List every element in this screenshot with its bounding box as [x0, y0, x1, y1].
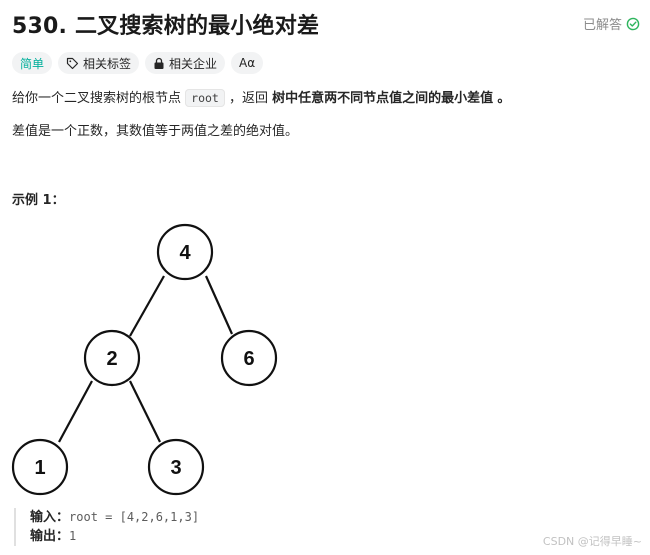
tree-node-label: 4	[179, 242, 191, 264]
font-toggle-label: Aα	[239, 56, 256, 70]
tree-node-label: 6	[243, 348, 254, 370]
binary-tree-diagram: 4 2 6 1 3	[11, 223, 278, 496]
description-paragraph-1: 给你一个二叉搜索树的根节点 root ，返回 树中任意两不同节点值之间的最小差值…	[12, 88, 510, 109]
tree-edge	[129, 275, 165, 337]
tree-node-circle	[147, 438, 205, 496]
tree-node-circle	[156, 223, 214, 281]
related-companies-label: 相关企业	[169, 56, 218, 71]
difficulty-label: 简单	[20, 56, 45, 71]
solved-status: 已解答	[583, 14, 640, 33]
description-paragraph-2: 差值是一个正数，其数值等于两值之差的绝对值。	[12, 124, 299, 139]
solved-label: 已解答	[582, 18, 622, 33]
font-toggle-button[interactable]: Aα	[231, 52, 264, 74]
example-io-block: 输入：root = [4,2,6,1,3] 输出：1	[14, 508, 199, 546]
related-companies-button[interactable]: 相关企业	[145, 52, 226, 74]
tree-edge	[58, 380, 93, 443]
description-text: ，返回	[229, 91, 269, 106]
lock-icon	[153, 57, 165, 70]
inline-code-root: root	[185, 89, 225, 107]
tree-node-circle	[83, 329, 141, 387]
description-text: 。	[497, 91, 511, 106]
tree-node-label: 3	[170, 457, 181, 479]
tree-node-circle	[11, 438, 69, 496]
csdn-watermark: CSDN @记得早睡~	[542, 535, 642, 548]
related-tags-button[interactable]: 相关标签	[58, 52, 140, 74]
tag-row: 简单 相关标签 相关企业 Aα	[12, 52, 264, 74]
output-label: 输出：	[30, 529, 70, 544]
difficulty-badge[interactable]: 简单	[12, 52, 53, 74]
tree-edge	[204, 275, 234, 335]
tree-edge	[129, 380, 161, 443]
input-value: root = [4,2,6,1,3]	[69, 510, 200, 524]
description-text: 给你一个二叉搜索树的根节点	[12, 91, 182, 106]
tree-node-label: 1	[34, 457, 45, 479]
description-bold-text: 树中任意两不同节点值之间的最小差值	[272, 91, 494, 106]
tree-node-label: 2	[106, 348, 117, 370]
problem-title: 530. 二叉搜索树的最小绝对差	[12, 14, 320, 39]
check-circle-icon	[626, 17, 640, 31]
example-output-line: 输出：1	[30, 527, 199, 546]
example-title: 示例 1：	[12, 193, 65, 208]
output-value: 1	[69, 529, 77, 543]
related-tags-label: 相关标签	[83, 56, 132, 71]
input-label: 输入：	[30, 510, 70, 525]
tree-node-circle	[220, 329, 278, 387]
example-input-line: 输入：root = [4,2,6,1,3]	[30, 508, 199, 527]
tag-icon	[66, 57, 79, 70]
